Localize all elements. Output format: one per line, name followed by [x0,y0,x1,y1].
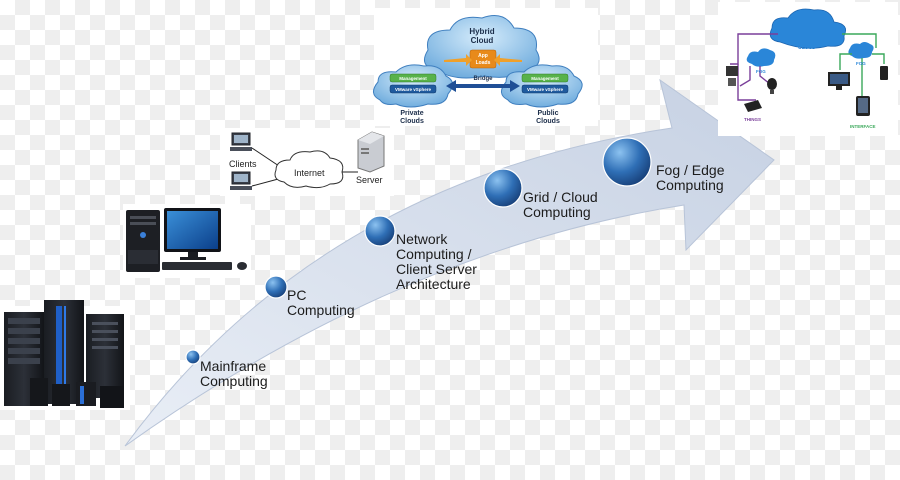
public-clouds-label-1: Public [537,110,558,117]
iot-cloud-icon [718,2,898,136]
stage-label-line: Architecture [396,276,471,292]
stage-label-line: Computing [287,302,355,318]
stage-node-pc [264,275,288,299]
stage-label-line: PC [287,287,307,303]
client-server-diagram-icon [220,128,394,196]
bridge-arrow [446,80,520,92]
stage-label-line: Computing [523,204,591,220]
desktop-pc-icon [123,204,251,278]
iot-cloud-label: CLOUD [798,45,816,51]
stage-label-line: Mainframe [200,358,267,374]
stage-label-line: Computing [200,373,268,389]
stage-label-line: Fog / Edge [656,162,725,178]
mgmt-right-label: Management [531,76,559,81]
private-clouds-label-2: Clouds [400,118,424,125]
stage-label-network: Network Computing / Client Server Archit… [396,232,477,292]
clients-label: Clients [229,159,257,169]
client-computer-icon [230,132,252,151]
mainframe-rack-icon [0,300,130,410]
stage-label-pc: PC Computing [287,288,355,318]
stage-label-line: Computing [656,177,724,193]
iot-fog-right-label: FOG [856,61,866,66]
stage-node-fog [602,137,652,187]
internet-cloud-icon [274,150,344,189]
iot-interface-label: INTERFACE [850,124,876,129]
server-icon [357,131,385,173]
stage-label-fog: Fog / Edge Computing [656,163,725,193]
public-clouds-label-2: Clouds [536,118,560,125]
stage-label-line: Computing / [396,246,472,262]
internet-label: Internet [294,168,325,178]
vmware-left-label: VMware vSphere [395,87,432,92]
stage-node-grid [483,168,523,208]
hybrid-cloud-title-2: Cloud [471,36,494,45]
iot-things-label: THINGS [744,117,761,122]
stage-label-line: Grid / Cloud [523,189,598,205]
hybrid-cloud-icon [373,8,598,126]
stage-label-line: Client Server [396,261,477,277]
vmware-right-label: VMware vSphere [527,87,564,92]
stage-node-mainframe [185,349,201,365]
app-loads-label-1: App [478,53,488,59]
app-loads-label-2: Loads [476,60,491,66]
stage-node-network [364,215,396,247]
client-computer-icon [230,171,252,190]
iot-fog-left-label: FOG [756,69,766,74]
hybrid-cloud-shape [423,15,540,79]
stage-label-line: Network [396,231,448,247]
hybrid-cloud-title-1: Hybrid [469,27,494,36]
stage-label-grid: Grid / Cloud Computing [523,190,598,220]
main-cloud-shape [769,8,847,49]
mgmt-left-label: Management [399,76,427,81]
stage-label-mainframe: Mainframe Computing [200,359,268,389]
private-clouds-label-1: Private [400,110,423,117]
server-label: Server [356,175,383,185]
bridge-label: Bridge [473,76,493,82]
